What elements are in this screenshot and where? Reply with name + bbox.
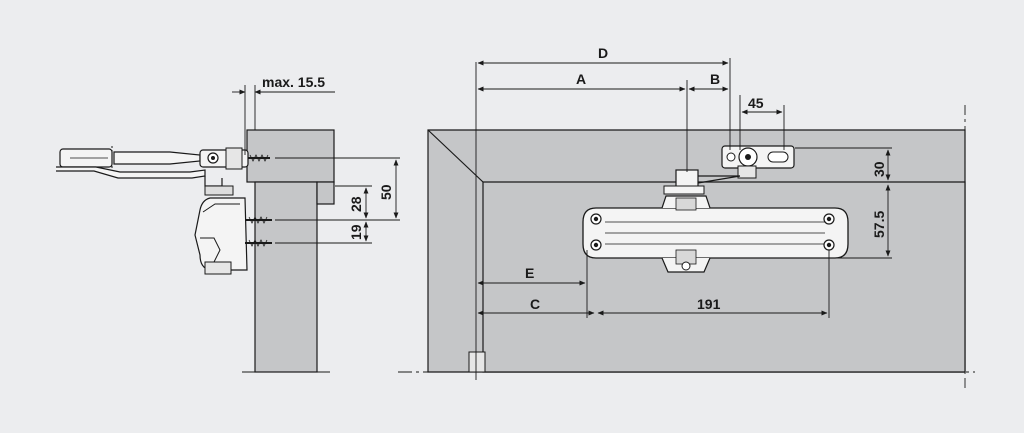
front-dimensions [477, 58, 892, 318]
front-view: D A B 45 30 57.5 E C 191 [398, 45, 975, 390]
dim-50-label: 50 [378, 184, 394, 200]
door-leaf [254, 181, 318, 373]
dim-191-label: 191 [697, 296, 721, 312]
dim-D-label: D [598, 45, 608, 61]
dim-E-label: E [525, 265, 534, 281]
frame-lower [316, 181, 335, 205]
arm-shoe [721, 145, 795, 179]
side-dimensions [232, 85, 400, 373]
closer-body-side [194, 197, 272, 275]
dim-28-label: 28 [348, 196, 364, 212]
dim-57-5-label: 57.5 [871, 211, 887, 238]
dim-C-label: C [530, 296, 540, 312]
frame-head [246, 129, 335, 183]
dim-A-label: A [576, 71, 586, 87]
dim-30-label: 30 [871, 161, 887, 177]
dim-B-label: B [710, 71, 720, 87]
closer-body [582, 195, 849, 273]
hinge [468, 351, 486, 373]
side-view: max. 15.5 50 28 19 [56, 74, 400, 373]
dim-45-label: 45 [748, 95, 764, 111]
dim-19-label: 19 [348, 224, 364, 240]
max-dimension-label: max. 15.5 [262, 74, 325, 90]
arm-assembly [56, 146, 270, 196]
